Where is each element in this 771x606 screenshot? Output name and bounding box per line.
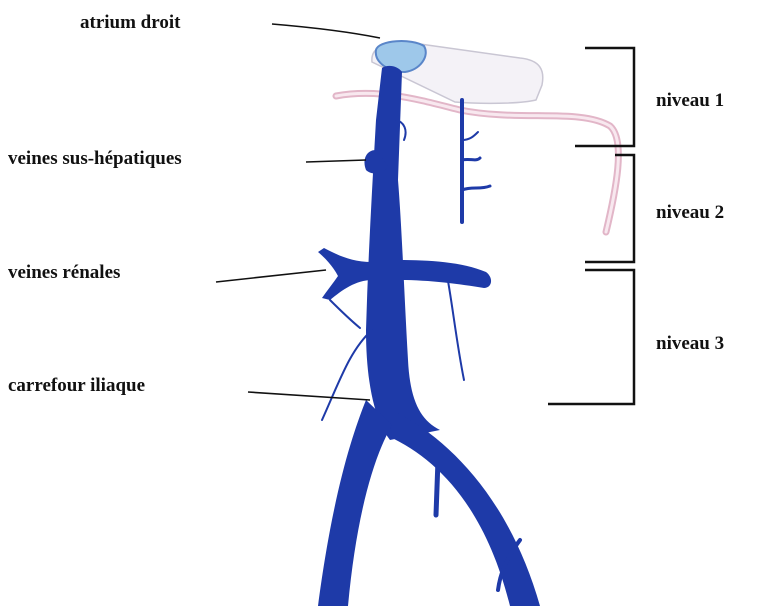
label-atrium-droit: atrium droit xyxy=(80,12,180,34)
renal-vein-right xyxy=(398,260,491,288)
label-veines-renales: veines rénales xyxy=(8,262,120,284)
label-veines-sus-hepatiques: veines sus-hépatiques xyxy=(8,148,182,170)
label-niveau-1: niveau 1 xyxy=(656,90,724,112)
renal-vein-left xyxy=(318,248,372,300)
inferior-vena-cava xyxy=(366,66,440,440)
label-niveau-3: niveau 3 xyxy=(656,333,724,355)
right-iliac-vein xyxy=(388,412,540,606)
level-brackets xyxy=(548,48,634,404)
label-niveau-2: niveau 2 xyxy=(656,202,724,224)
label-carrefour-iliaque: carrefour iliaque xyxy=(8,375,145,397)
leader-lines xyxy=(216,24,380,400)
